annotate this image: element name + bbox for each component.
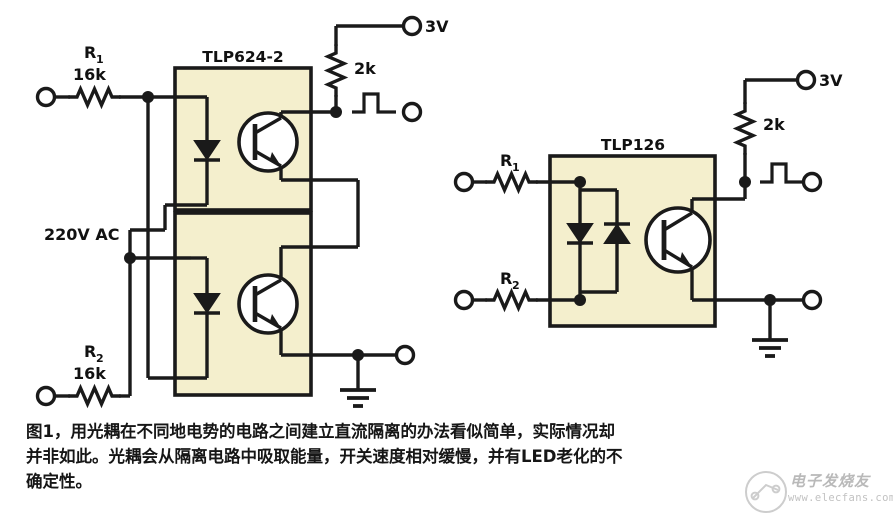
left-circuit-group: TLP624-2 R 1 16k [35, 15, 449, 408]
caption-line-1: 图1，用光耦在不同地电势的电路之间建立直流隔离的办法看似简单，实际情况却 [26, 422, 615, 441]
left-earth-ground-icon [340, 388, 376, 408]
left-pullup-value-label: 2k [354, 59, 376, 78]
right-pullup-resistor [735, 102, 755, 155]
left-r2-ref-label: R [84, 342, 96, 361]
right-r2-resistor [485, 290, 538, 310]
left-r2-resistor [68, 386, 121, 406]
right-pullup-value-label: 2k [763, 115, 785, 134]
left-ground-return-terminal[interactable] [394, 344, 416, 366]
left-pullup-resistor [326, 44, 346, 97]
figure-caption: 图1，用光耦在不同地电势的电路之间建立直流隔离的办法看似简单，实际情况却 并非如… [26, 419, 871, 494]
right-node-output [739, 176, 751, 188]
right-r2-ref-subscript: 2 [512, 279, 520, 292]
right-r1-ref-label: R [500, 151, 512, 170]
right-earth-ground-icon [752, 338, 788, 358]
left-r2-input-terminal[interactable] [35, 385, 57, 407]
left-r2-value-label: 16k [73, 364, 106, 383]
right-r2-input-terminal[interactable] [453, 289, 475, 311]
right-output-terminal[interactable] [801, 171, 823, 193]
left-output-pulse-waveform-icon [352, 92, 396, 114]
right-supply-3v-terminal[interactable] [795, 69, 817, 91]
left-ch1-phototransistor-symbol [237, 111, 299, 173]
left-r1-ref-label: R [84, 43, 96, 62]
left-r1-value-label: 16k [73, 65, 106, 84]
left-ac-source-label: 220V AC [44, 225, 119, 244]
left-ch2-phototransistor-symbol [237, 273, 299, 335]
right-r2-ref-label: R [500, 269, 512, 288]
tlp624-part-label: TLP624-2 [202, 48, 283, 66]
left-supply-3v-label: 3V [425, 17, 449, 36]
right-output-pulse-waveform-icon [760, 162, 804, 184]
right-phototransistor-symbol [644, 206, 712, 274]
tlp126-part-label: TLP126 [601, 136, 665, 154]
left-node-output [330, 106, 342, 118]
right-circuit-group: TLP126 R 1 R 2 [453, 69, 843, 358]
left-output-terminal[interactable] [401, 101, 423, 123]
left-r1-ref-subscript: 1 [96, 53, 104, 66]
caption-line-3: 确定性。 [26, 472, 92, 491]
right-led2-symbol [603, 222, 631, 244]
left-r1-input-terminal[interactable] [35, 86, 57, 108]
left-r2-ref-subscript: 2 [96, 352, 104, 365]
right-supply-3v-label: 3V [819, 71, 843, 90]
right-led1-symbol [566, 223, 594, 245]
left-r1-resistor [68, 87, 121, 107]
caption-line-2: 并非如此。光耦会从隔离电路中吸取能量，开关速度相对缓慢，并有LED老化的不 [26, 447, 623, 466]
right-r1-resistor [485, 172, 538, 192]
right-r1-ref-subscript: 1 [512, 161, 520, 174]
right-r1-input-terminal[interactable] [453, 171, 475, 193]
right-ground-terminal[interactable] [801, 289, 823, 311]
left-supply-3v-terminal[interactable] [401, 15, 423, 37]
